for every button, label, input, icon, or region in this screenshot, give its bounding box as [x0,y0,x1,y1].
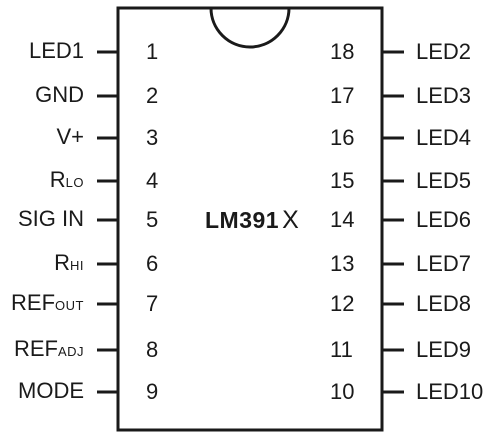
pin-number-4: 4 [146,168,159,193]
pin-number-16: 16 [330,125,355,150]
pin-label-13: LED7 [416,251,472,276]
pin-label-11: LED9 [416,337,472,362]
pin-number-9: 9 [146,379,159,404]
pin-label-text: REF [11,290,56,315]
pin-number-17: 17 [330,83,355,108]
pin-label-text: R [49,167,66,192]
chip-variant: X [282,206,300,234]
pin-label-8: REFADJ [14,338,84,360]
pin-label-16: LED4 [416,125,472,150]
pin-number-18: 18 [330,39,355,64]
chip-name: LM391 [205,207,280,233]
pin-number-11: 11 [330,337,353,362]
pin-label-5: SIG IN [18,208,84,230]
pin-label-7: REFOUT [11,292,84,314]
pin-number-13: 13 [330,251,355,276]
pin-label-18: LED2 [416,39,472,64]
pin-label-17: LED3 [416,83,472,108]
pin-label-9: MODE [18,380,84,402]
pin-label-text: LED1 [28,38,84,63]
pin-number-7: 7 [146,291,159,316]
pin-label-12: LED8 [416,291,472,316]
pin-label-10: LED10 [416,379,484,404]
pin-label-3: V+ [56,126,84,148]
pin-label-6: RHI [54,252,84,274]
pin-number-10: 10 [330,379,355,404]
pin-label-text: MODE [18,378,84,403]
pin-label-subscript: HI [70,258,84,273]
pin-number-15: 15 [330,168,355,193]
pin-label-1: LED1 [29,40,84,62]
pin-number-1: 1 [146,39,159,64]
pin-label-text: GND [35,82,84,107]
pin-label-4: RLO [50,169,84,191]
pin1-notch [209,7,291,49]
pin-label-text: REF [13,336,58,361]
pin-label-subscript: LO [65,175,84,190]
pin-label-2: GND [35,84,84,106]
pin-number-8: 8 [146,337,159,362]
pin-label-subscript: OUT [55,298,84,313]
pin-label-text: R [54,250,70,275]
pin-number-12: 12 [330,291,355,316]
pin-number-5: 5 [146,207,159,232]
pin-label-text: V+ [56,124,84,149]
pin-number-3: 3 [146,125,159,150]
pin-label-subscript: ADJ [57,344,84,359]
pin-number-6: 6 [146,251,159,276]
pin-label-text: SIG IN [17,206,84,231]
pin-label-14: LED6 [416,207,472,232]
pin-label-15: LED5 [416,168,472,193]
pin-number-2: 2 [146,83,159,108]
pin-number-14: 14 [330,207,355,232]
